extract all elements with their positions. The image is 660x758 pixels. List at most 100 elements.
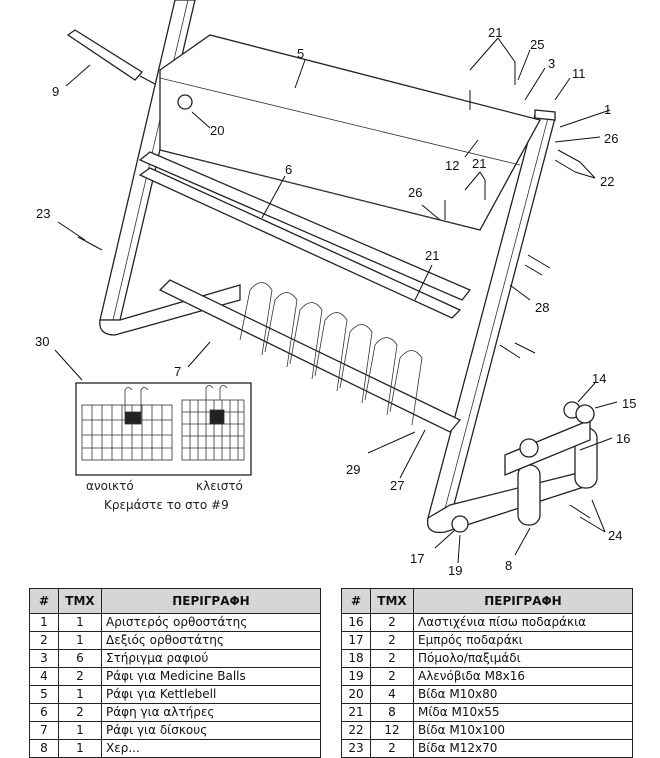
callout-23: 23 <box>36 206 50 221</box>
cell-desc: Ράφι για δίσκους <box>101 721 321 740</box>
plate-rack <box>158 279 462 433</box>
closed-basket-image <box>181 385 245 461</box>
cell-desc: Λαστιχένια πίσω ποδαράκια <box>413 613 633 632</box>
cell-num: 5 <box>29 685 59 704</box>
callout-29: 29 <box>346 462 360 477</box>
callout-7: 7 <box>174 364 181 379</box>
cell-qty: 2 <box>370 739 414 758</box>
cell-num: 4 <box>29 667 59 686</box>
closed-label: κλειστό <box>196 479 243 493</box>
callout-11: 11 <box>572 66 586 81</box>
callout-25: 25 <box>530 37 544 52</box>
cell-num: 8 <box>29 739 59 758</box>
bar-part-9 <box>66 29 156 85</box>
callout-17: 17 <box>410 551 424 566</box>
right-upright <box>426 109 591 534</box>
cell-qty: 2 <box>58 703 102 722</box>
callout-12: 12 <box>445 158 459 173</box>
cell-num: 17 <box>341 631 371 650</box>
cell-qty: 2 <box>370 613 414 632</box>
callout-30: 30 <box>35 334 49 349</box>
cell-qty: 2 <box>370 649 414 668</box>
cell-desc: Δεξιός ορθοστάτης <box>101 631 321 650</box>
callout-labels: 9 5 20 6 23 7 30 21 25 3 11 1 26 22 12 2… <box>35 25 636 578</box>
knob-part-18 <box>177 94 193 110</box>
cell-num: 18 <box>341 649 371 668</box>
dumbbell-shelf <box>138 151 472 301</box>
cell-desc: Μίδα M10x55 <box>413 703 633 722</box>
cell-qty: 1 <box>58 685 102 704</box>
cell-num: 7 <box>29 721 59 740</box>
cell-num: 16 <box>341 613 371 632</box>
cell-qty: 1 <box>58 613 102 632</box>
callout-3: 3 <box>548 56 555 71</box>
cell-desc: Βίδα M12x70 <box>413 739 633 758</box>
callout-20: 21 <box>488 25 502 40</box>
header-qty: ΤΜΧ <box>370 588 414 614</box>
cell-num: 1 <box>29 613 59 632</box>
cell-qty: 12 <box>370 721 414 740</box>
cell-desc: Ράφι για Medicine Balls <box>101 667 321 686</box>
open-basket-image <box>81 387 173 461</box>
callout-9: 9 <box>52 84 59 99</box>
header-desc: ΠΕΡΙΓΡΑΦΗ <box>413 588 633 614</box>
open-label: ανοικτό <box>86 479 134 493</box>
callout-14: 14 <box>592 371 606 386</box>
callout-27: 27 <box>390 478 404 493</box>
front-base-part-8 <box>451 401 598 533</box>
callout-21a: 21 <box>472 156 486 171</box>
callout-22: 22 <box>600 174 614 189</box>
cell-qty: 2 <box>370 631 414 650</box>
basket-caption: Κρεμάστε το στο #9 <box>104 498 229 512</box>
cell-num: 19 <box>341 667 371 686</box>
table-header-row: # ΤΜΧ ΠΕΡΙΓΡΑΦΗ <box>29 588 321 614</box>
cell-desc: Ράφη για αλτήρες <box>101 703 321 722</box>
callout-6: 6 <box>285 162 292 177</box>
leader-lines <box>54 37 618 564</box>
callout-26a: 26 <box>604 131 618 146</box>
cell-qty: 2 <box>58 667 102 686</box>
cell-desc: Αριστερός ορθοστάτης <box>101 613 321 632</box>
cell-qty: 1 <box>58 739 102 758</box>
cell-num: 20 <box>341 685 371 704</box>
cell-desc: Βίδα M10x80 <box>413 685 633 704</box>
callout-21b: 21 <box>425 248 439 263</box>
cell-qty: 2 <box>370 667 414 686</box>
cell-num: 23 <box>341 739 371 758</box>
cell-qty: 4 <box>370 685 414 704</box>
callout-1: 1 <box>604 102 611 117</box>
cell-num: 2 <box>29 631 59 650</box>
callout-5: 5 <box>297 46 304 61</box>
callout-15: 15 <box>622 396 636 411</box>
callout-8: 8 <box>505 558 512 573</box>
cell-desc: Στήριγμα ραφιού <box>101 649 321 668</box>
cell-qty: 1 <box>58 721 102 740</box>
cell-num: 3 <box>29 649 59 668</box>
exploded-assembly-diagram: 9 5 20 6 23 7 30 21 25 3 11 1 26 22 12 2… <box>35 0 636 578</box>
cell-desc: Αλενόβιδα M8x16 <box>413 667 633 686</box>
cell-desc: Εμπρός ποδαράκι <box>413 631 633 650</box>
cell-num: 22 <box>341 721 371 740</box>
table-header-row: # ΤΜΧ ΠΕΡΙΓΡΑΦΗ <box>341 588 633 614</box>
cell-desc: Βίδα M10x100 <box>413 721 633 740</box>
cell-desc: Πόμολο/παξιμάδι <box>413 649 633 668</box>
callout-18: 20 <box>210 123 224 138</box>
cell-qty: 6 <box>58 649 102 668</box>
header-num: # <box>29 588 59 614</box>
bolts <box>77 62 591 519</box>
